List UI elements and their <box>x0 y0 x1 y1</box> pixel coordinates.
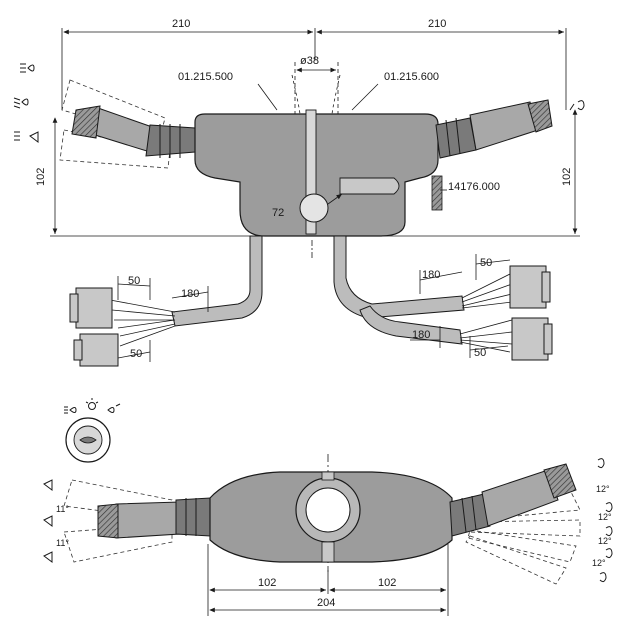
wiper-icon <box>569 100 585 111</box>
bottom-switch-body <box>209 471 453 563</box>
left-angle-b-label: 11° <box>56 538 69 548</box>
right-harness <box>333 235 553 361</box>
left-lead-c-label: 50 <box>130 348 142 360</box>
right-angle-b-label: 12° <box>598 512 612 522</box>
headlight-icon <box>20 63 35 73</box>
bottom-view: 11° 11° 12° <box>43 454 613 616</box>
symbol-inset <box>64 398 121 463</box>
headlight-symbol-icon <box>64 406 77 414</box>
horn-up-icon <box>43 479 53 491</box>
horn-side-icon <box>43 515 53 527</box>
lever-angle-label: 72 <box>272 207 284 219</box>
right-span-label: 210 <box>428 18 446 30</box>
width-dimensions <box>207 544 449 616</box>
wiper-5-icon <box>599 572 607 583</box>
wiper-3-icon <box>605 526 613 537</box>
bore-label: ø38 <box>300 55 319 67</box>
total-width-label: 204 <box>317 597 335 609</box>
right-angle-d-label: 12° <box>592 558 606 568</box>
bottom-left-symbols <box>43 479 53 563</box>
height-left-label: 102 <box>35 168 47 186</box>
part-number-right: 01.215.600 <box>384 71 439 83</box>
half-right-label: 102 <box>378 577 396 589</box>
horn-icon <box>14 131 39 143</box>
left-lever-symbols <box>13 63 39 143</box>
horn-down-icon <box>43 551 53 563</box>
bottom-right-lever <box>449 463 577 537</box>
span-dimension <box>61 28 567 110</box>
wiper-top-icon <box>597 458 605 469</box>
left-lead-a-label: 50 <box>128 275 140 287</box>
right-lead-c-label: 180 <box>412 329 430 341</box>
half-left-label: 102 <box>258 577 276 589</box>
bottom-right-symbols <box>597 458 613 583</box>
left-switch-lever <box>71 105 196 158</box>
right-switch-lever <box>435 99 553 159</box>
height-right-label: 102 <box>561 168 573 186</box>
height-dimensions <box>52 109 578 234</box>
sun-icon <box>85 398 99 410</box>
bottom-left-lever <box>97 497 211 539</box>
left-harness <box>69 235 263 367</box>
parking-light-icon <box>107 403 121 413</box>
right-harness-dims <box>410 254 511 358</box>
part-number-left: 01.215.500 <box>178 71 233 83</box>
bore-dimension <box>291 62 341 116</box>
left-angle-a-label: 11° <box>56 504 69 514</box>
right-angle-a-label: 12° <box>596 484 610 494</box>
low-beam-icon <box>13 97 29 109</box>
right-lead-d-label: 50 <box>474 347 486 359</box>
right-lead-a-label: 180 <box>422 269 440 281</box>
left-harness-dims <box>117 276 209 362</box>
left-lead-b-label: 180 <box>181 288 199 300</box>
switch-body <box>194 109 443 237</box>
part-number-side-module: 14176.000 <box>448 181 500 193</box>
right-angle-c-label: 12° <box>598 536 612 546</box>
top-view: 210 210 ø38 01.215.500 01.215.600 <box>13 18 585 367</box>
left-span-label: 210 <box>172 18 190 30</box>
wiper-4-icon <box>605 548 613 559</box>
wiper-2-icon <box>605 502 613 513</box>
right-lead-b-label: 50 <box>480 257 492 269</box>
